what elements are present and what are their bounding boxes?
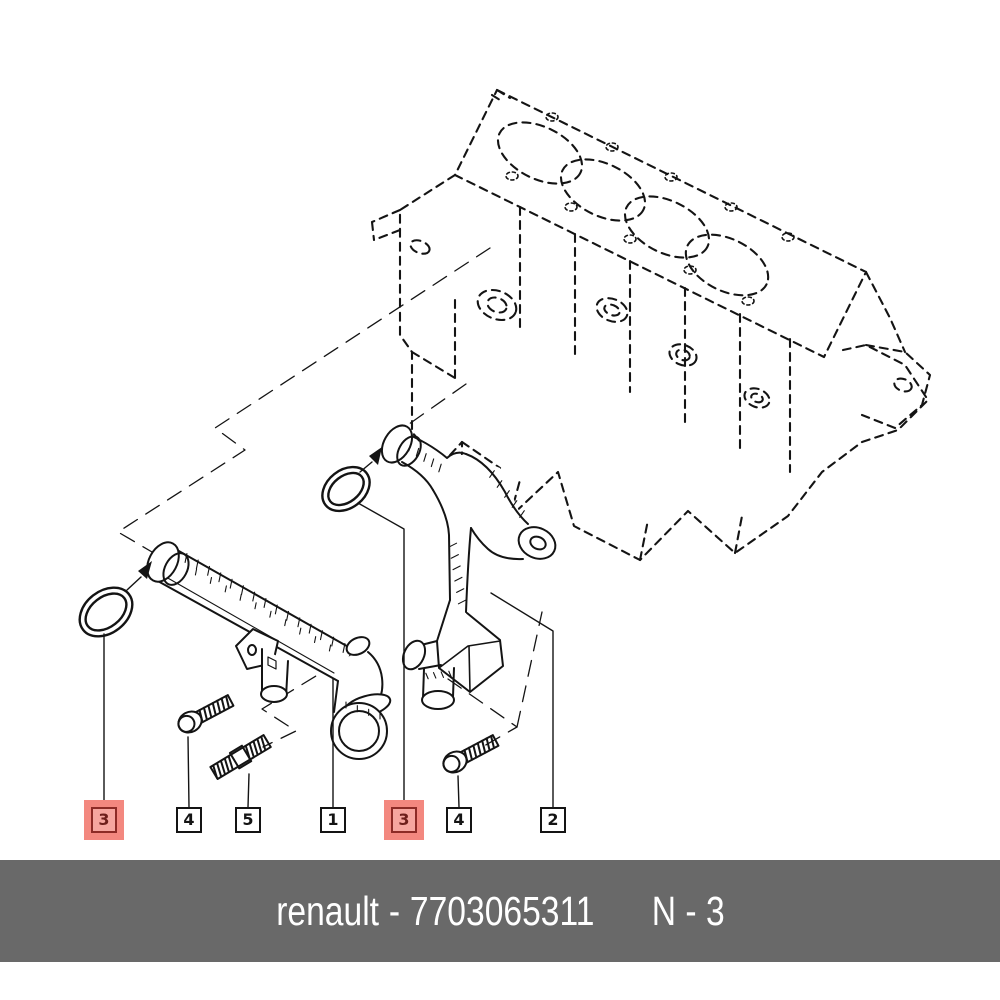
leader-lines [103,502,554,808]
surface-hatching [184,442,525,720]
bolt-left [177,694,235,734]
callout-leader-line [357,502,405,808]
insertion-arrow-left [126,561,152,591]
callout-leader-line [247,773,250,808]
callout-leader-line [490,592,554,808]
callout-leader-line [187,736,190,808]
callout-row: 3 4 5 1 3 4 2 [84,800,566,840]
bolt-right [442,734,500,774]
brand-label: renault [275,887,379,934]
o-ring-right [321,465,371,513]
footer-bar: renault-7703065311 N - 3 [0,860,1000,962]
exploded-parts-diagram [78,88,932,808]
page-reference: N - 3 [651,887,725,934]
part-number: 7703065311 [409,887,594,934]
callout-box-4[interactable]: 4 [446,807,472,833]
engine-block-drawing [370,88,932,562]
callout-box-2[interactable]: 2 [540,807,566,833]
callout-box-4[interactable]: 4 [176,807,202,833]
head-bolt-holes [505,112,795,306]
insertion-arrow-right [359,447,382,473]
callout-leader-line [457,775,460,808]
highlight-marker [84,800,124,840]
projection-lines [117,247,543,748]
footer-text: renault-7703065311 N - 3 [276,888,724,935]
callout-box-1[interactable]: 1 [320,807,346,833]
water-pipe-part-2 [380,424,557,710]
cylinder-bores [496,121,770,297]
o-ring-left [78,586,134,638]
footer-separator: - [388,887,400,934]
stud [209,734,272,781]
coolant-pipe-part-1 [146,541,392,760]
callout-box-3[interactable]: 3 [391,807,417,833]
water-port-bosses [476,288,771,409]
callout-box-3[interactable]: 3 [91,807,117,833]
highlight-marker [384,800,424,840]
callout-box-5[interactable]: 5 [235,807,261,833]
